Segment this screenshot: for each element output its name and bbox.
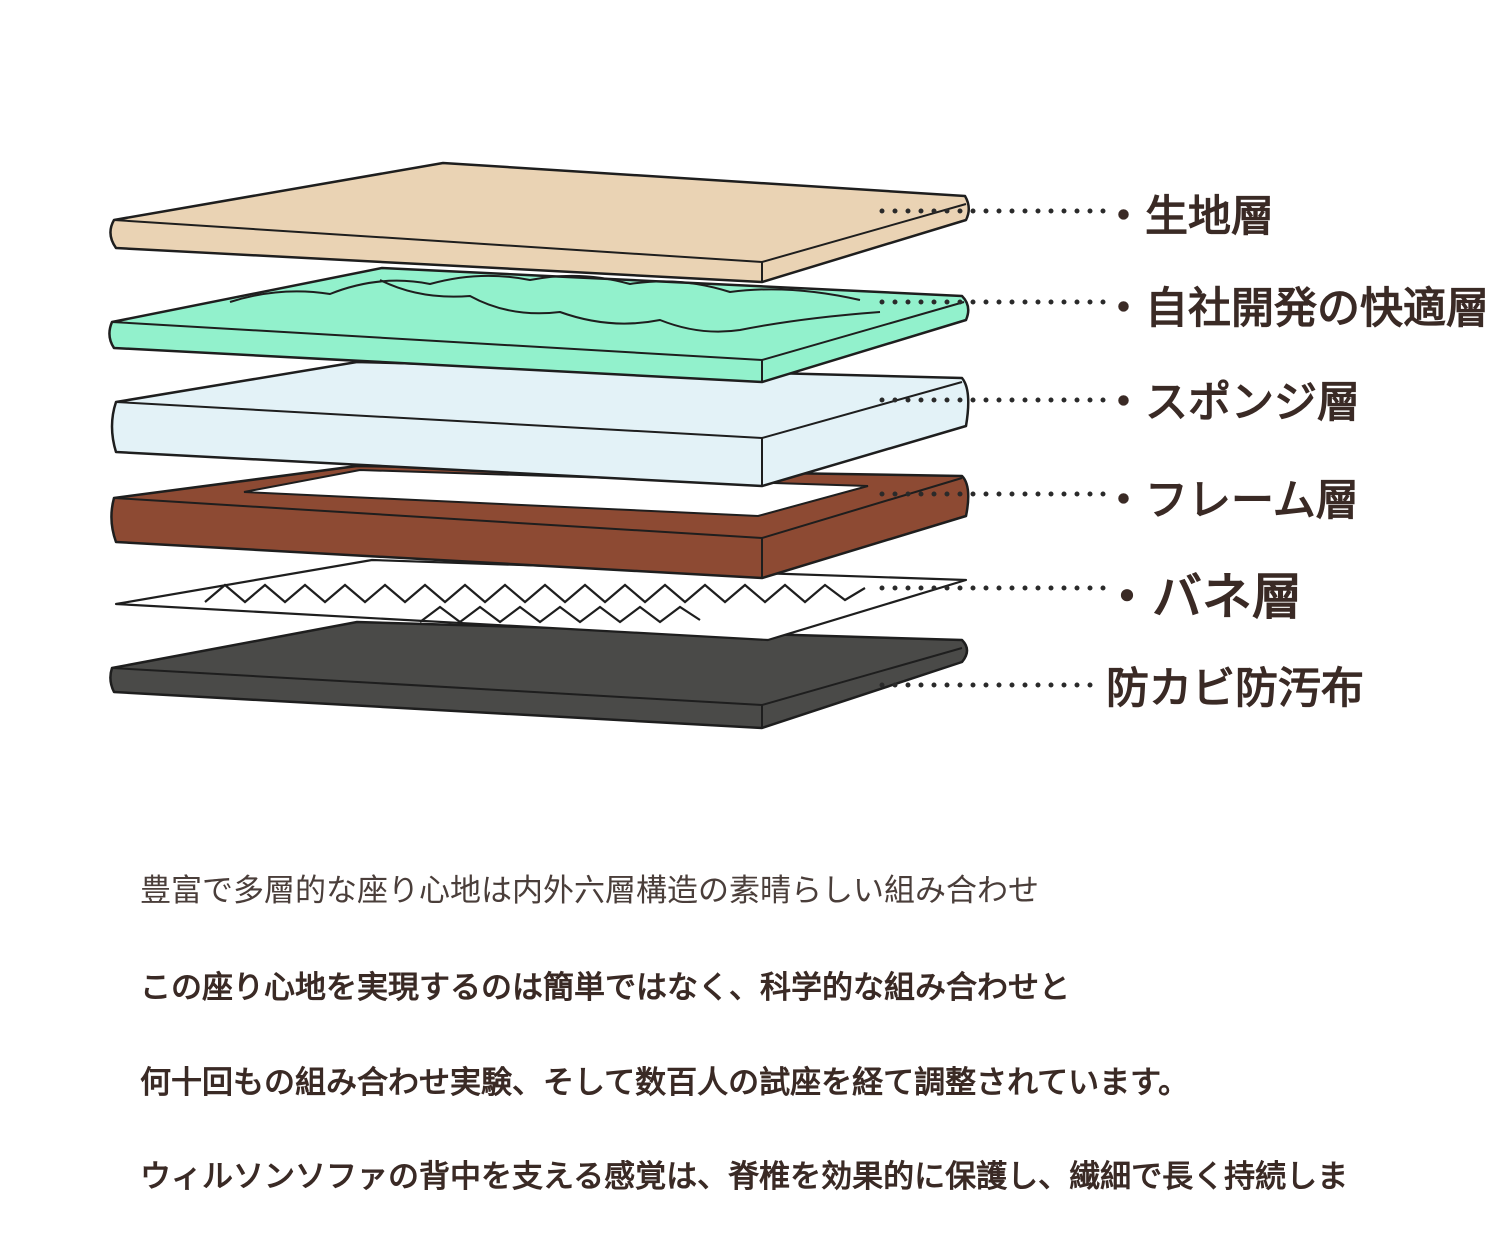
label-spring-layer: ・バネ層 xyxy=(1102,568,1302,626)
leader-lines xyxy=(879,208,1115,688)
spring-zigzag xyxy=(204,583,866,604)
anti-mold-cloth-shape xyxy=(109,620,969,730)
comfort-layer xyxy=(108,266,970,384)
sponge-layer xyxy=(110,360,970,488)
spring-layer-shape xyxy=(114,558,968,642)
label-fabric-layer: ・生地層 xyxy=(1102,192,1274,242)
paragraph-line-3: ウィルソンソファの背中を支える感覚は、脊椎を効果的に保護し、繊細で長く持続しま xyxy=(140,1159,1349,1195)
spring-layer xyxy=(114,558,968,642)
label-sponge-layer: ・スポンジ層 xyxy=(1102,378,1360,428)
comfort-wave-lines xyxy=(229,274,861,303)
paragraph-line-1: この座り心地を実現するのは簡単ではなく、科学的な組み合わせと xyxy=(140,970,1070,1006)
label-comfort-layer: ・自社開発の快適層 xyxy=(1102,284,1489,334)
label-frame-layer: ・フレーム層 xyxy=(1102,476,1359,526)
label-anti-mold-cloth: 防カビ防汚布 xyxy=(1106,664,1364,714)
paragraph-line-2: 何十回もの組み合わせ実験、そして数百人の試座を経て調整されています。 xyxy=(140,1065,1190,1101)
fabric-layer xyxy=(109,161,970,284)
fabric-layer-shape xyxy=(109,161,970,284)
comfort-layer-shape xyxy=(108,266,970,384)
sponge-layer-shape xyxy=(110,360,970,488)
frame-layer xyxy=(110,464,970,580)
paragraph-intro: 豊富で多層的な座り心地は内外六層構造の素晴らしい組み合わせ xyxy=(140,873,1039,909)
anti-mold-cloth-layer xyxy=(109,620,969,730)
layer-stack-diagram xyxy=(108,161,1115,730)
